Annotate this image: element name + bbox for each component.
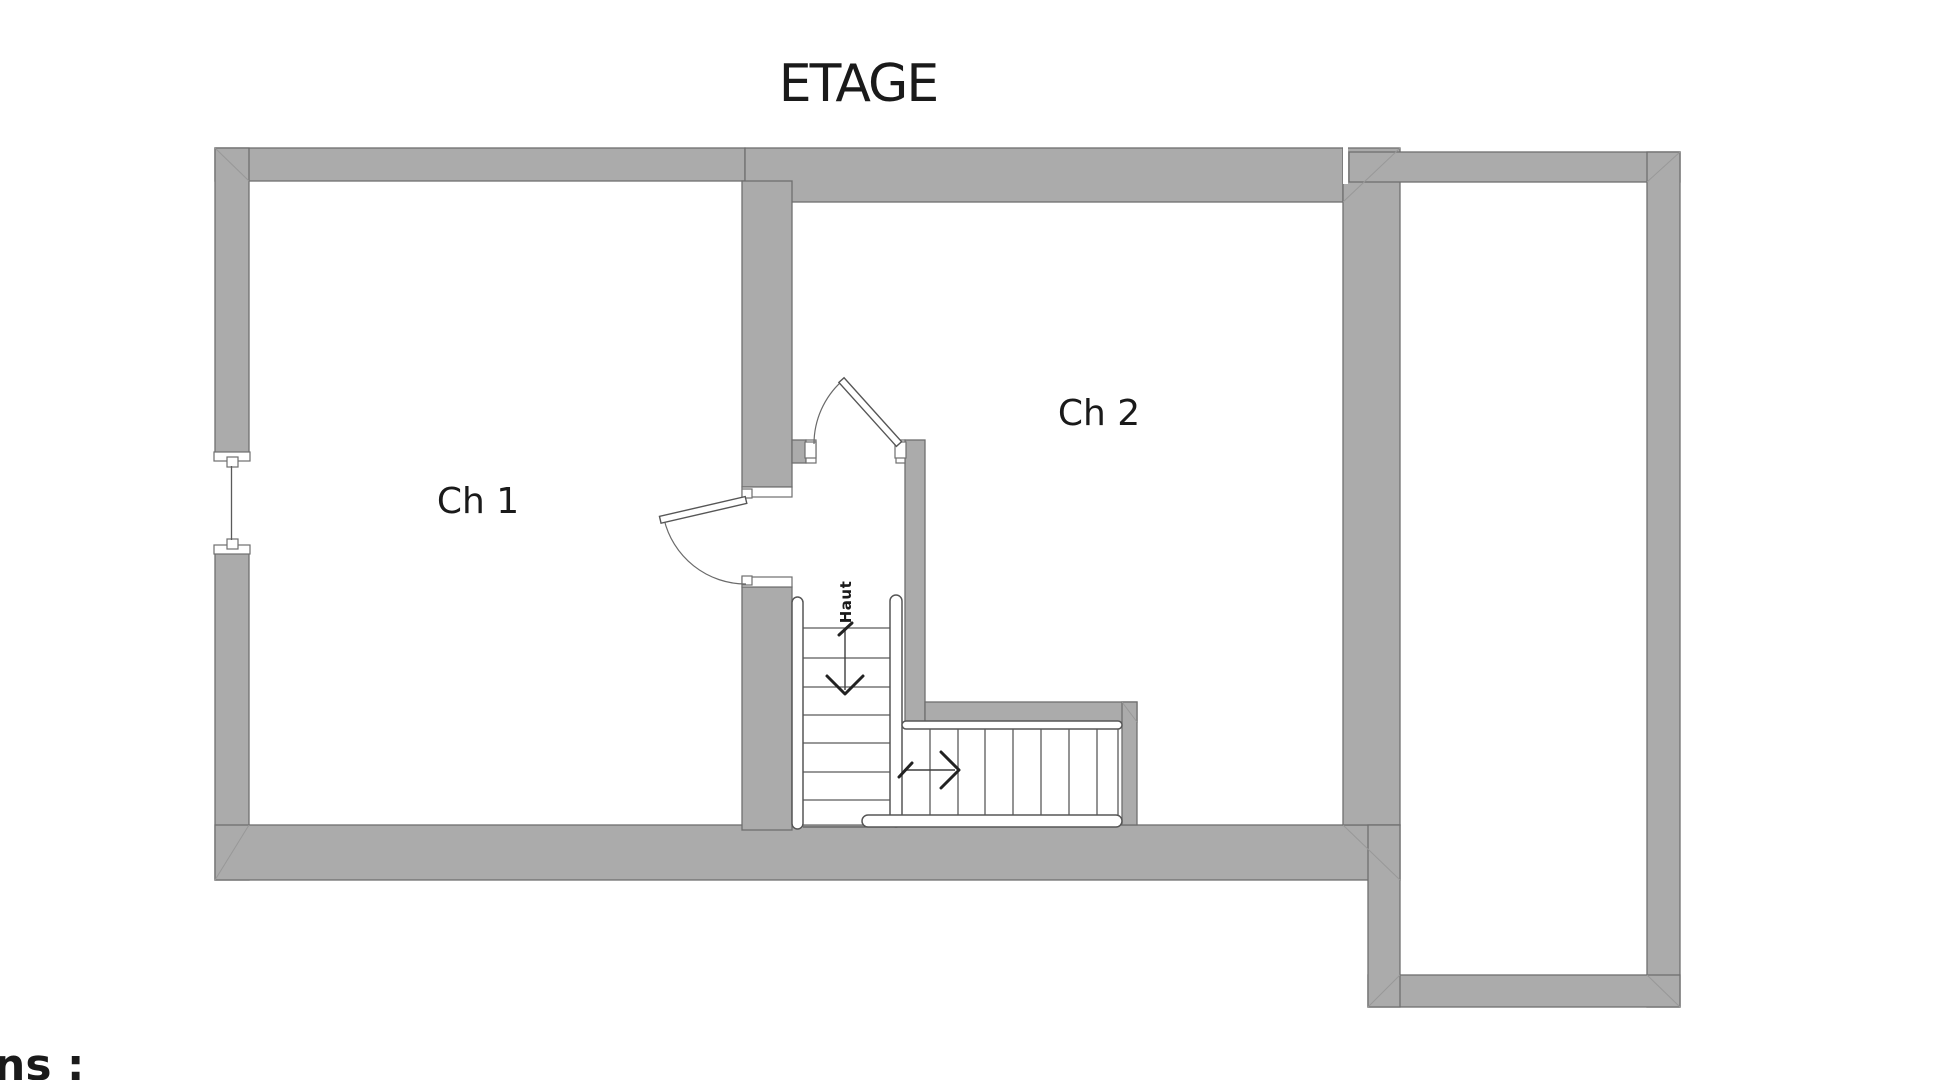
wall-annex-right	[1646, 151, 1681, 1008]
wall-top-left	[214, 147, 746, 182]
wall-ch1-right-lower	[741, 586, 793, 831]
wall-annex-left-lower	[1367, 824, 1401, 1008]
stairs-vertical-steps	[803, 627, 890, 828]
handrail-top-horizontal	[901, 720, 1123, 730]
door-ch1-swing-arc	[663, 518, 747, 585]
window-frame-tab-bottom	[226, 538, 239, 550]
arrow-tail-tick	[897, 761, 914, 779]
stairs-handrails	[791, 594, 1123, 830]
door-ch2-swing-arc	[813, 380, 843, 445]
stairs-direction-label: Haut	[837, 580, 855, 624]
wall-left-upper	[214, 147, 250, 454]
wall-annex-top	[1348, 151, 1681, 183]
window-frame-tab-top	[226, 456, 239, 468]
handrail-bottom	[861, 814, 1123, 828]
handrail-right	[889, 594, 903, 828]
plan-title: ETAGE	[778, 54, 939, 114]
wall-seam-gap	[1343, 147, 1348, 184]
room-label-ch1: Ch 1	[436, 481, 520, 522]
wall-stairwell-top	[924, 701, 1138, 723]
arrow-head-down	[825, 674, 865, 696]
stairs-up-arrow-vertical	[825, 621, 865, 696]
arrow-tail-tick	[837, 621, 854, 637]
stairs-up-arrow-horizontal	[897, 750, 961, 790]
wall-bottom-main	[214, 824, 1401, 881]
wall-miter-seams	[214, 147, 1681, 1008]
wall-ch2-left	[904, 439, 926, 723]
wall-ch1-right-upper	[741, 180, 793, 488]
door-ch2-jamb-left	[804, 441, 817, 459]
door-ch1-leaf	[658, 495, 748, 525]
wall-top-middle	[744, 147, 1344, 203]
wall-right-main	[1342, 147, 1401, 826]
staircase	[791, 594, 1123, 830]
door-ch1-jamb-bottom	[741, 575, 753, 586]
cropped-caption-fragment: ns :	[0, 1040, 85, 1080]
door-ch1	[658, 486, 793, 588]
arrow-head-right	[939, 750, 961, 790]
wall-annex-bottom	[1367, 974, 1681, 1008]
exterior-walls	[214, 147, 1401, 881]
wall-stairwell-right	[1121, 701, 1138, 826]
door-ch2	[804, 376, 907, 464]
wall-hall-stub	[791, 439, 807, 464]
stairs-horizontal-steps	[929, 729, 1119, 815]
window-left-wall	[213, 451, 251, 555]
room-label-ch2: Ch 2	[1057, 393, 1141, 434]
annex-room-walls	[1343, 147, 1681, 1008]
door-ch1-jamb-top	[741, 488, 753, 499]
door-ch2-leaf	[837, 376, 903, 448]
handrail-left	[791, 596, 804, 830]
